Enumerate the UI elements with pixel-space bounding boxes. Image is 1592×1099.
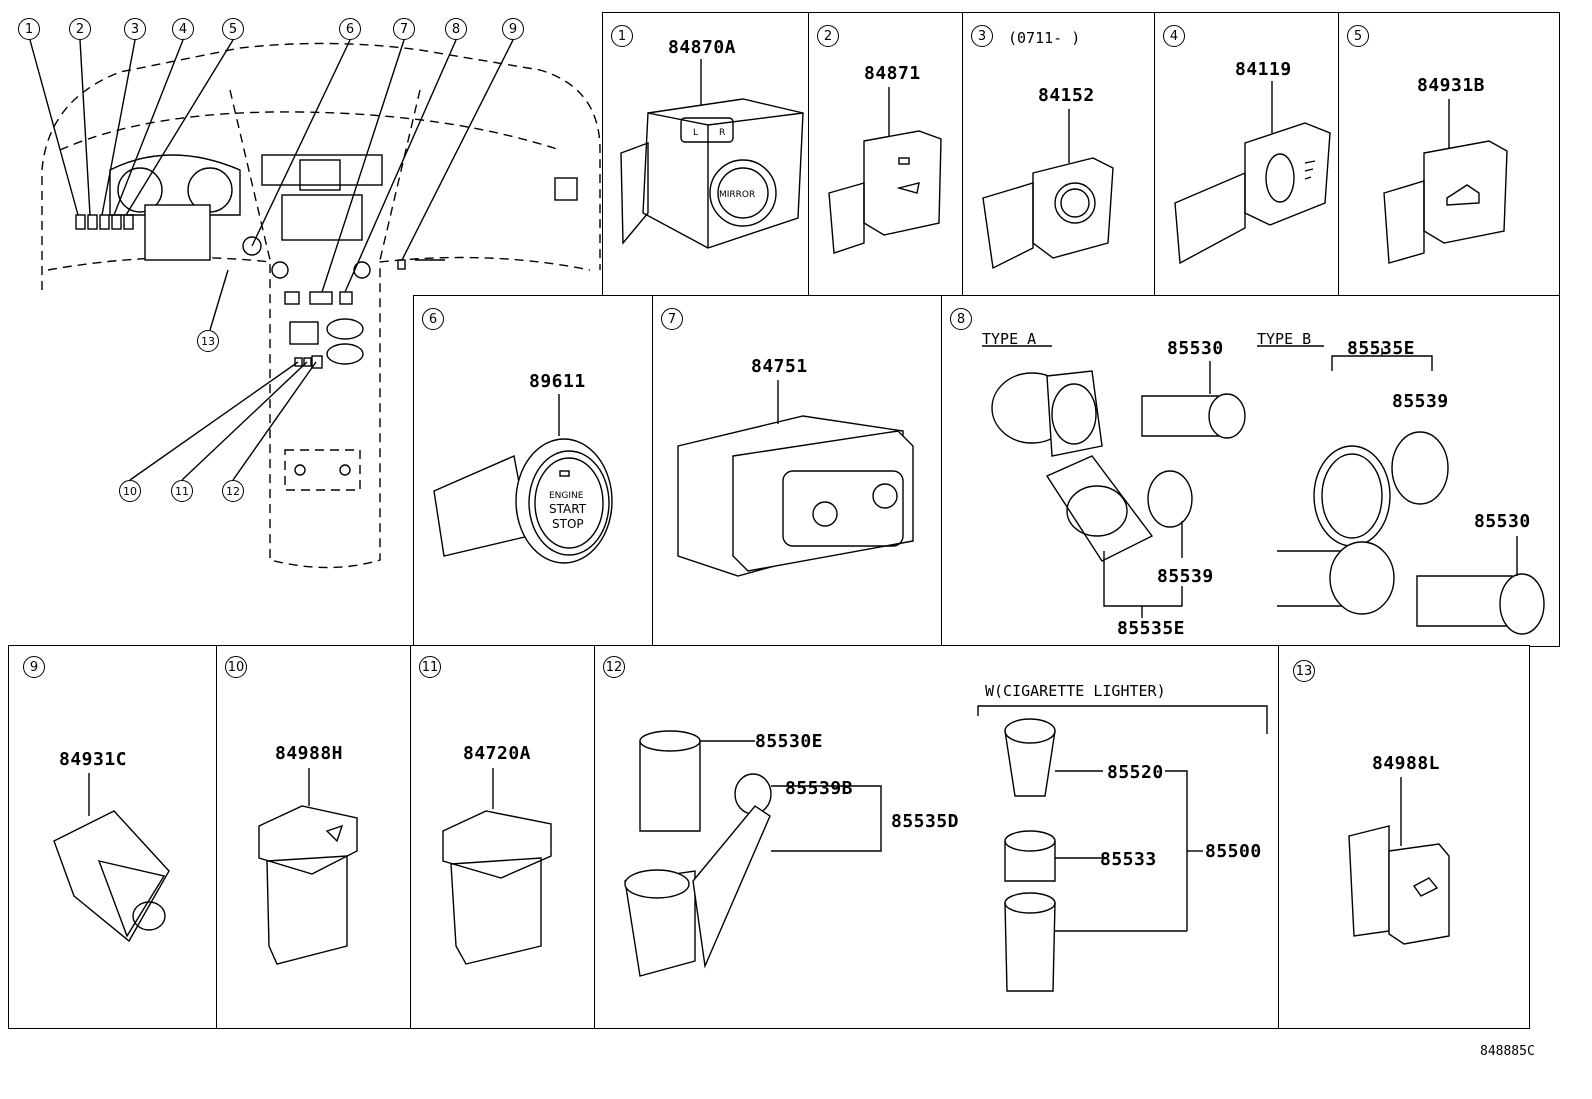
panel-number: 10 <box>225 656 247 678</box>
panel-8: 8 TYPE A TYPE B 85530 85539 85535E 85535… <box>941 295 1560 647</box>
part-number: 84870A <box>668 37 737 58</box>
snow-switch-drawing <box>442 768 552 965</box>
trunk-switch-drawing <box>1383 99 1508 264</box>
callout-4: 4 <box>172 18 194 40</box>
part-number: 84871 <box>864 63 921 84</box>
panel-number: 2 <box>817 25 839 47</box>
part-85520: 85520 <box>1107 762 1164 783</box>
callout-1: 1 <box>18 18 40 40</box>
callout-10: 10 <box>119 480 141 502</box>
part-85500: 85500 <box>1205 841 1262 862</box>
part-85535e-a: 85535E <box>1117 618 1186 639</box>
callout-13: 13 <box>197 330 219 352</box>
mirror-switch-drawing: MIRROR L R <box>620 59 804 249</box>
part-number: 89611 <box>529 371 586 392</box>
panel-1: 1 84870A MIRROR L R <box>602 12 810 297</box>
callout-11: 11 <box>171 480 193 502</box>
panel-13: 13 84988L <box>1278 645 1530 1029</box>
off-switch-drawing <box>53 773 170 943</box>
panel-number: 7 <box>661 308 683 330</box>
callout-12: 12 <box>222 480 244 502</box>
panel-10: 10 84988H <box>216 645 412 1029</box>
part-number: 84720A <box>463 743 532 764</box>
vsc-off-switch-drawing <box>1348 777 1450 945</box>
panel-number: 9 <box>23 656 45 678</box>
stop-text: STOP <box>552 517 584 531</box>
part-85533: 85533 <box>1100 849 1157 870</box>
part-85539-a: 85539 <box>1157 566 1214 587</box>
defogger-switch-drawing <box>828 87 942 254</box>
panel-6: 6 89611 ENGINE START STOP <box>413 295 654 647</box>
callout-8: 8 <box>445 18 467 40</box>
dimmer-switch-drawing <box>1174 81 1331 265</box>
cigarette-lighter-note: W(CIGARETTE LIGHTER) <box>985 682 1166 700</box>
panel-number: 1 <box>611 25 633 47</box>
callout-3: 3 <box>124 18 146 40</box>
panel-2: 2 84871 <box>808 12 964 297</box>
part-number: 84119 <box>1235 59 1292 80</box>
panel-number: 11 <box>419 656 441 678</box>
part-85530-a: 85530 <box>1167 338 1224 359</box>
part-number: 84931B <box>1417 75 1486 96</box>
part-number: 84988H <box>275 743 344 764</box>
part-number: 84931C <box>59 749 128 770</box>
panel-number: 4 <box>1163 25 1185 47</box>
seat-heater-switch-drawing <box>677 380 914 577</box>
dac-switch-drawing <box>258 768 358 965</box>
panel-11: 11 84720A <box>410 645 596 1029</box>
panel-12: 12 W(CIGARETTE LIGHTER) 85530E 85539B 85… <box>594 645 1280 1029</box>
mirror-label-l: L <box>693 128 698 138</box>
part-number: 84152 <box>1038 85 1095 106</box>
part-number: 84751 <box>751 356 808 377</box>
power-outlet-drawing <box>982 345 1545 635</box>
callout-6: 6 <box>339 18 361 40</box>
part-85539b: 85539B <box>785 778 854 799</box>
date-range: (0711- ) <box>1008 29 1081 47</box>
callout-2: 2 <box>69 18 91 40</box>
callout-5: 5 <box>222 18 244 40</box>
panel-number: 8 <box>950 308 972 330</box>
panel-number: 3 <box>971 25 993 47</box>
panel-number: 5 <box>1347 25 1369 47</box>
mirror-text: MIRROR <box>719 190 755 200</box>
part-85530e: 85530E <box>755 731 824 752</box>
drawing-id: 848885C <box>1480 1044 1535 1059</box>
part-85535e-b: 85535E <box>1347 338 1416 359</box>
panel-number: 13 <box>1293 660 1315 682</box>
panel-7: 7 84751 <box>652 295 943 647</box>
panel-9: 9 84931C <box>8 645 218 1029</box>
part-85530-b: 85530 <box>1474 511 1531 532</box>
type-b-label: TYPE B <box>1257 330 1312 348</box>
mirror-label-r: R <box>719 128 725 138</box>
engine-text: ENGINE <box>549 491 584 501</box>
engine-start-switch-drawing: ENGINE START STOP <box>433 394 613 564</box>
callout-7: 7 <box>393 18 415 40</box>
panel-3: 3 (0711- ) 84152 <box>962 12 1156 297</box>
part-85535d: 85535D <box>891 811 960 832</box>
panel-number: 6 <box>422 308 444 330</box>
cigarette-lighter-drawing <box>624 705 1268 992</box>
headlight-leveling-switch-drawing <box>982 109 1114 270</box>
panel-number: 12 <box>603 656 625 678</box>
type-a-label: TYPE A <box>982 330 1037 348</box>
start-text: START <box>549 502 587 516</box>
callout-9: 9 <box>502 18 524 40</box>
panel-5: 5 84931B <box>1338 12 1560 297</box>
panel-4: 4 84119 <box>1154 12 1340 297</box>
part-number: 84988L <box>1372 753 1441 774</box>
part-85539-b: 85539 <box>1392 391 1449 412</box>
dashboard-drawing <box>29 39 601 569</box>
